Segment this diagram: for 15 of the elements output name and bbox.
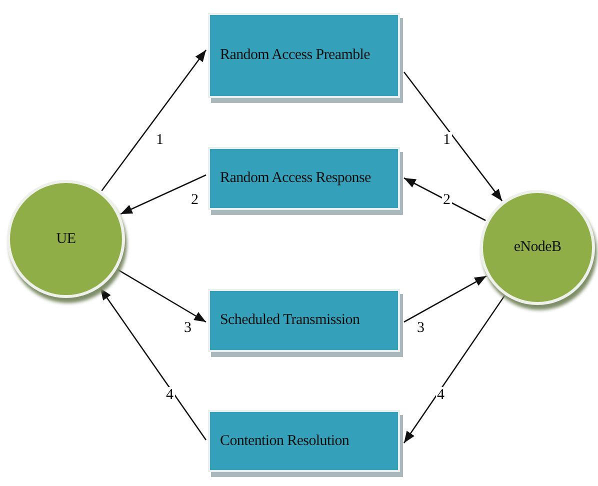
arrow [100, 288, 207, 440]
arrow [101, 50, 207, 192]
node-label: Random Access Preamble [220, 47, 370, 64]
node-label: Contention Resolution [220, 432, 350, 450]
entity-circle [480, 190, 595, 305]
arrow [403, 295, 506, 444]
arrow [404, 177, 486, 222]
arrow [117, 269, 206, 323]
node-label: eNodeB [514, 239, 562, 256]
arrow [403, 72, 503, 202]
node-label: UE [56, 230, 76, 248]
node-label: Random Access Response [220, 170, 371, 187]
node-label: Scheduled Transmission [220, 312, 360, 329]
arrow [404, 275, 487, 323]
arrow [120, 174, 206, 215]
